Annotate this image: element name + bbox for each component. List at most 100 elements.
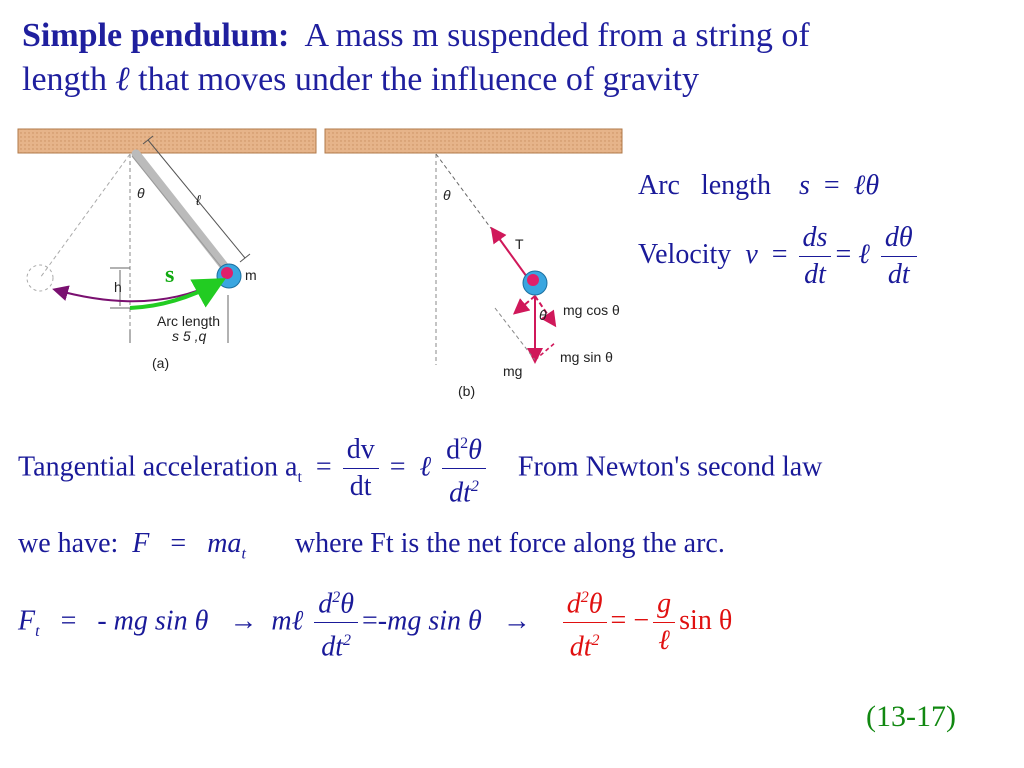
slide-title: Simple pendulum: A mass m suspended from… <box>22 14 1002 102</box>
d: d <box>318 588 333 620</box>
dtheta-dt-fraction: dθ dt <box>880 222 917 291</box>
ell-label: ℓ <box>195 192 201 208</box>
frac-den: dt2 <box>314 623 358 663</box>
arc-eq: = <box>823 170 840 201</box>
title-ell: ℓ <box>115 61 130 98</box>
title-line2-pre: length <box>22 61 107 98</box>
exp: 2 <box>580 589 589 606</box>
theta: θ <box>588 588 603 620</box>
title-line1: A mass m suspended from a string of <box>304 17 810 54</box>
arc-lhs: s <box>798 170 810 201</box>
tangential-eq1: = <box>315 451 332 483</box>
newton-equation: we have: F = mat where Ft is the net for… <box>18 528 725 564</box>
exp: 2 <box>470 478 479 496</box>
velocity-ell: ℓ <box>858 238 870 270</box>
theta: θ <box>340 588 354 620</box>
arc-length-equation: Arc length s = ℓθ <box>638 170 879 202</box>
final-eq2: = <box>362 605 378 637</box>
newton-sub: t <box>241 545 246 563</box>
velocity-label: Velocity <box>638 238 732 270</box>
mg-sin-vector <box>512 295 536 315</box>
theta-label-b2: θ <box>539 307 547 323</box>
final-equation: Ft = - mg sin θ → mℓ d2θ dt2 =-mg sin θ … <box>18 582 732 664</box>
arc-length-label: Arc length <box>638 170 771 201</box>
frac-num: dv <box>342 434 379 470</box>
dv-dt-fraction: dv dt <box>342 434 379 503</box>
d: d <box>566 588 581 620</box>
newton-ma: ma <box>207 528 242 559</box>
dt: dt <box>321 631 343 663</box>
mg-cos-label: mg cos θ <box>563 302 620 318</box>
velocity-lhs: v <box>745 238 758 270</box>
arc-length-label: Arc length <box>157 313 220 329</box>
arc-formula-label: s 5 ,q <box>172 328 206 344</box>
tangential-label: Tangential acceleration a <box>18 451 298 483</box>
frac-den: dt2 <box>442 469 486 509</box>
ceiling-a <box>17 128 317 154</box>
s-label: s <box>165 262 174 288</box>
d: d <box>446 434 461 466</box>
arc-rhs: ℓθ <box>853 170 880 201</box>
pendulum-figure: θ ℓ m h s Arc length s 5 ,q (a) θ T θ mg… <box>17 128 623 399</box>
d2theta-fraction: d2θ dt2 <box>314 582 358 664</box>
part-b-label: (b) <box>458 383 475 399</box>
theta-label-b1: θ <box>443 187 451 203</box>
final-eq1: = <box>60 605 77 637</box>
g-over-ell-fraction: g ℓ <box>653 588 676 657</box>
frac-num: ds <box>798 222 832 257</box>
theta: θ <box>468 434 482 466</box>
red-d2theta-fraction: d2θ dt2 <box>562 582 607 664</box>
red-sin: sin θ <box>679 605 733 637</box>
newton-note: From Newton's second law <box>517 451 823 483</box>
newton-pre: we have: <box>18 528 119 559</box>
title-term: Simple pendulum: <box>22 17 290 54</box>
arrow-icon: → <box>502 605 531 637</box>
dt: dt <box>449 477 471 509</box>
mg-sin-label: mg sin θ <box>560 349 613 365</box>
frac-num: d2θ <box>562 582 607 624</box>
frac-den: dt <box>349 471 372 503</box>
theta-label-a: θ <box>137 185 145 201</box>
newton-F: F <box>132 528 150 559</box>
arc-green <box>129 278 227 310</box>
dt: dt <box>569 631 592 663</box>
result-equation: d2θ dt2 = − g ℓ sin θ <box>552 588 733 663</box>
arrow-icon: → <box>229 605 258 637</box>
title-line2-post: that moves under the influence of gravit… <box>138 61 699 98</box>
frac-den: dt2 <box>563 623 607 663</box>
final-Fsub: t <box>35 622 40 640</box>
exp: 2 <box>332 589 341 606</box>
final-rhs1: - mg sin θ <box>97 605 209 637</box>
mg-label: mg <box>503 363 522 379</box>
tangential-acceleration-equation: Tangential acceleration at = dv dt = ℓ d… <box>18 428 822 510</box>
tension-label: T <box>515 236 524 252</box>
frac-num: g <box>653 588 676 624</box>
red-eq: = − <box>610 605 650 637</box>
frac-num: dθ <box>880 222 917 257</box>
mass-label-a: m <box>245 267 257 283</box>
exp: 2 <box>460 435 469 452</box>
arc-purple <box>52 281 219 303</box>
exp: 2 <box>591 632 600 650</box>
frac-num: d2θ <box>442 428 486 470</box>
frac-den: ℓ <box>658 625 670 657</box>
velocity-equation: Velocity v = ds dt = ℓ dθ dt <box>638 222 921 291</box>
part-a-label: (a) <box>152 355 169 371</box>
tension-vector <box>490 226 528 278</box>
mg-cos-vector <box>534 295 557 328</box>
equation-reference: (13-17) <box>866 700 956 733</box>
frac-den: dt <box>887 259 910 290</box>
newton-eq: = <box>170 528 187 559</box>
exp: 2 <box>343 632 351 650</box>
net-force-note: where Ft is the net force along the arc. <box>294 528 725 559</box>
d2theta-dt2-fraction: d2θ dt2 <box>442 428 486 510</box>
velocity-eq1: = <box>771 238 788 270</box>
tangential-ell: ℓ <box>419 451 432 483</box>
velocity-eq2: = <box>835 238 852 270</box>
frac-den: dt <box>804 259 826 290</box>
frac-num: d2θ <box>314 582 358 624</box>
final-F: F <box>18 605 36 637</box>
tangential-eq2: = <box>389 451 406 483</box>
ceiling-b <box>324 128 623 154</box>
final-mell: mℓ <box>271 605 304 637</box>
